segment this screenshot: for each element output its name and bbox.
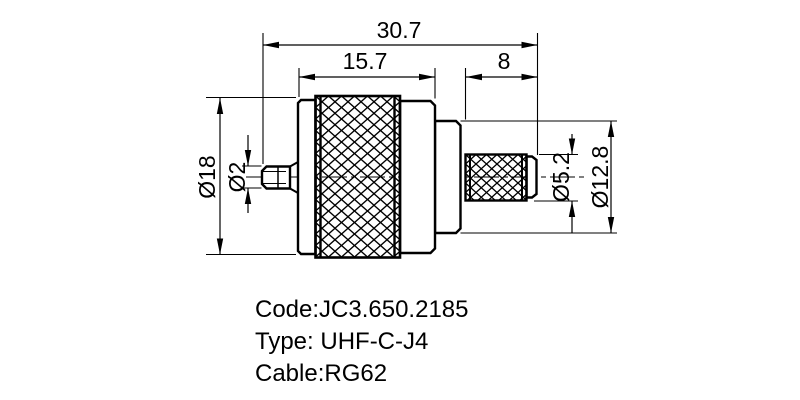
part-type-label: Type: UHF-C-J4 [255, 328, 428, 355]
dim-body-length: 15.7 [298, 48, 436, 99]
dim-overall-length-label: 30.7 [377, 17, 422, 43]
arrowhead [299, 73, 315, 81]
dim-body-length-label: 15.7 [343, 48, 388, 74]
arrowhead [466, 73, 482, 81]
dim-step-diameter: Ø12.8 [460, 120, 617, 234]
knurled-nut [314, 94, 402, 259]
pin-contact [260, 165, 292, 190]
arrowhead [521, 41, 538, 49]
arrowhead [607, 121, 615, 137]
part-info: Code:JC3.650.2185 Type: UHF-C-J4 Cable:R… [255, 296, 469, 387]
part-outline [246, 94, 584, 259]
dim-step-diameter-label: Ø12.8 [587, 146, 613, 209]
part-cable-label: Cable:RG62 [255, 360, 387, 387]
dim-ferrule-length: 8 [464, 48, 538, 120]
dimensions: 30.7 15.7 8 Ø18 [194, 17, 617, 256]
dim-overall-length: 30.7 [262, 17, 539, 164]
arrowhead [568, 138, 576, 155]
dim-body-diameter-label: Ø18 [194, 155, 220, 198]
arrowhead [244, 150, 252, 166]
dim-ferrule-length-label: 8 [498, 48, 511, 74]
ferrule-tip [525, 155, 538, 199]
pin-bore-lines [263, 170, 286, 185]
arrowhead [244, 188, 252, 204]
arrowhead [216, 238, 224, 255]
pin-cone [289, 161, 299, 194]
arrowhead [568, 201, 576, 217]
body-ring [398, 99, 437, 255]
body-flange [296, 98, 317, 256]
part-code-label: Code:JC3.650.2185 [255, 296, 469, 323]
dim-pin-diameter-label: Ø2 [224, 162, 250, 193]
arrowhead [419, 73, 435, 81]
arrowhead [607, 217, 615, 233]
arrowhead [216, 98, 224, 114]
crimp-ferrule [464, 153, 528, 202]
dim-pin-diameter: Ø2 [224, 135, 262, 213]
dim-body-diameter: Ø18 [194, 96, 296, 256]
arrowhead [263, 41, 279, 49]
dim-ferrule-diameter: Ø5.2 [534, 134, 578, 233]
arrowhead [521, 73, 538, 81]
body-step [433, 119, 462, 235]
dim-ferrule-diameter-label: Ø5.2 [548, 152, 574, 202]
